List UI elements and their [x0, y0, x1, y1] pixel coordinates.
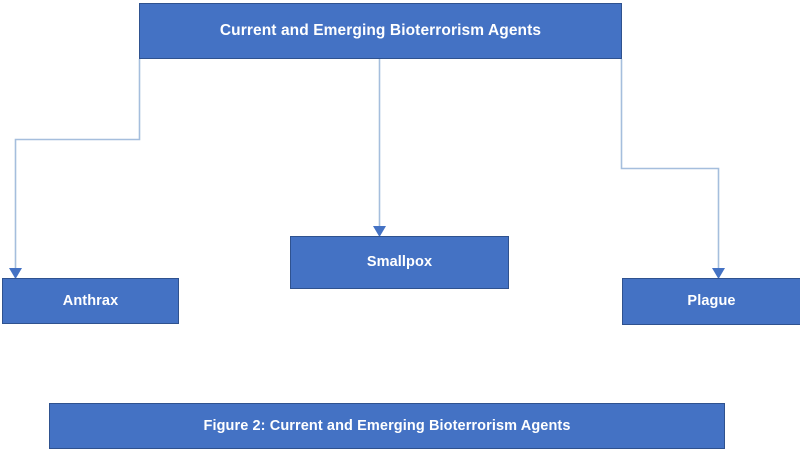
node-plague-label: Plague — [687, 293, 736, 310]
node-root-label: Current and Emerging Bioterrorism Agents — [219, 22, 542, 40]
node-anthrax[interactable]: Anthrax — [2, 278, 179, 324]
node-plague[interactable]: Plague — [622, 278, 800, 325]
arrowhead-smallpox — [373, 226, 386, 237]
node-root[interactable]: Current and Emerging Bioterrorism Agents — [139, 3, 622, 59]
node-anthrax-label: Anthrax — [62, 292, 119, 309]
connector-root-to-plague — [620, 59, 725, 279]
connector-root-to-anthrax — [9, 59, 141, 279]
figure-caption-label: Figure 2: Current and Emerging Bioterror… — [203, 417, 571, 434]
arrowhead-plague — [712, 268, 725, 279]
figure-caption: Figure 2: Current and Emerging Bioterror… — [49, 403, 725, 449]
node-smallpox[interactable]: Smallpox — [290, 236, 509, 289]
connector-root-to-smallpox — [373, 59, 386, 237]
node-smallpox-label: Smallpox — [366, 254, 433, 271]
arrowhead-anthrax — [9, 268, 22, 279]
